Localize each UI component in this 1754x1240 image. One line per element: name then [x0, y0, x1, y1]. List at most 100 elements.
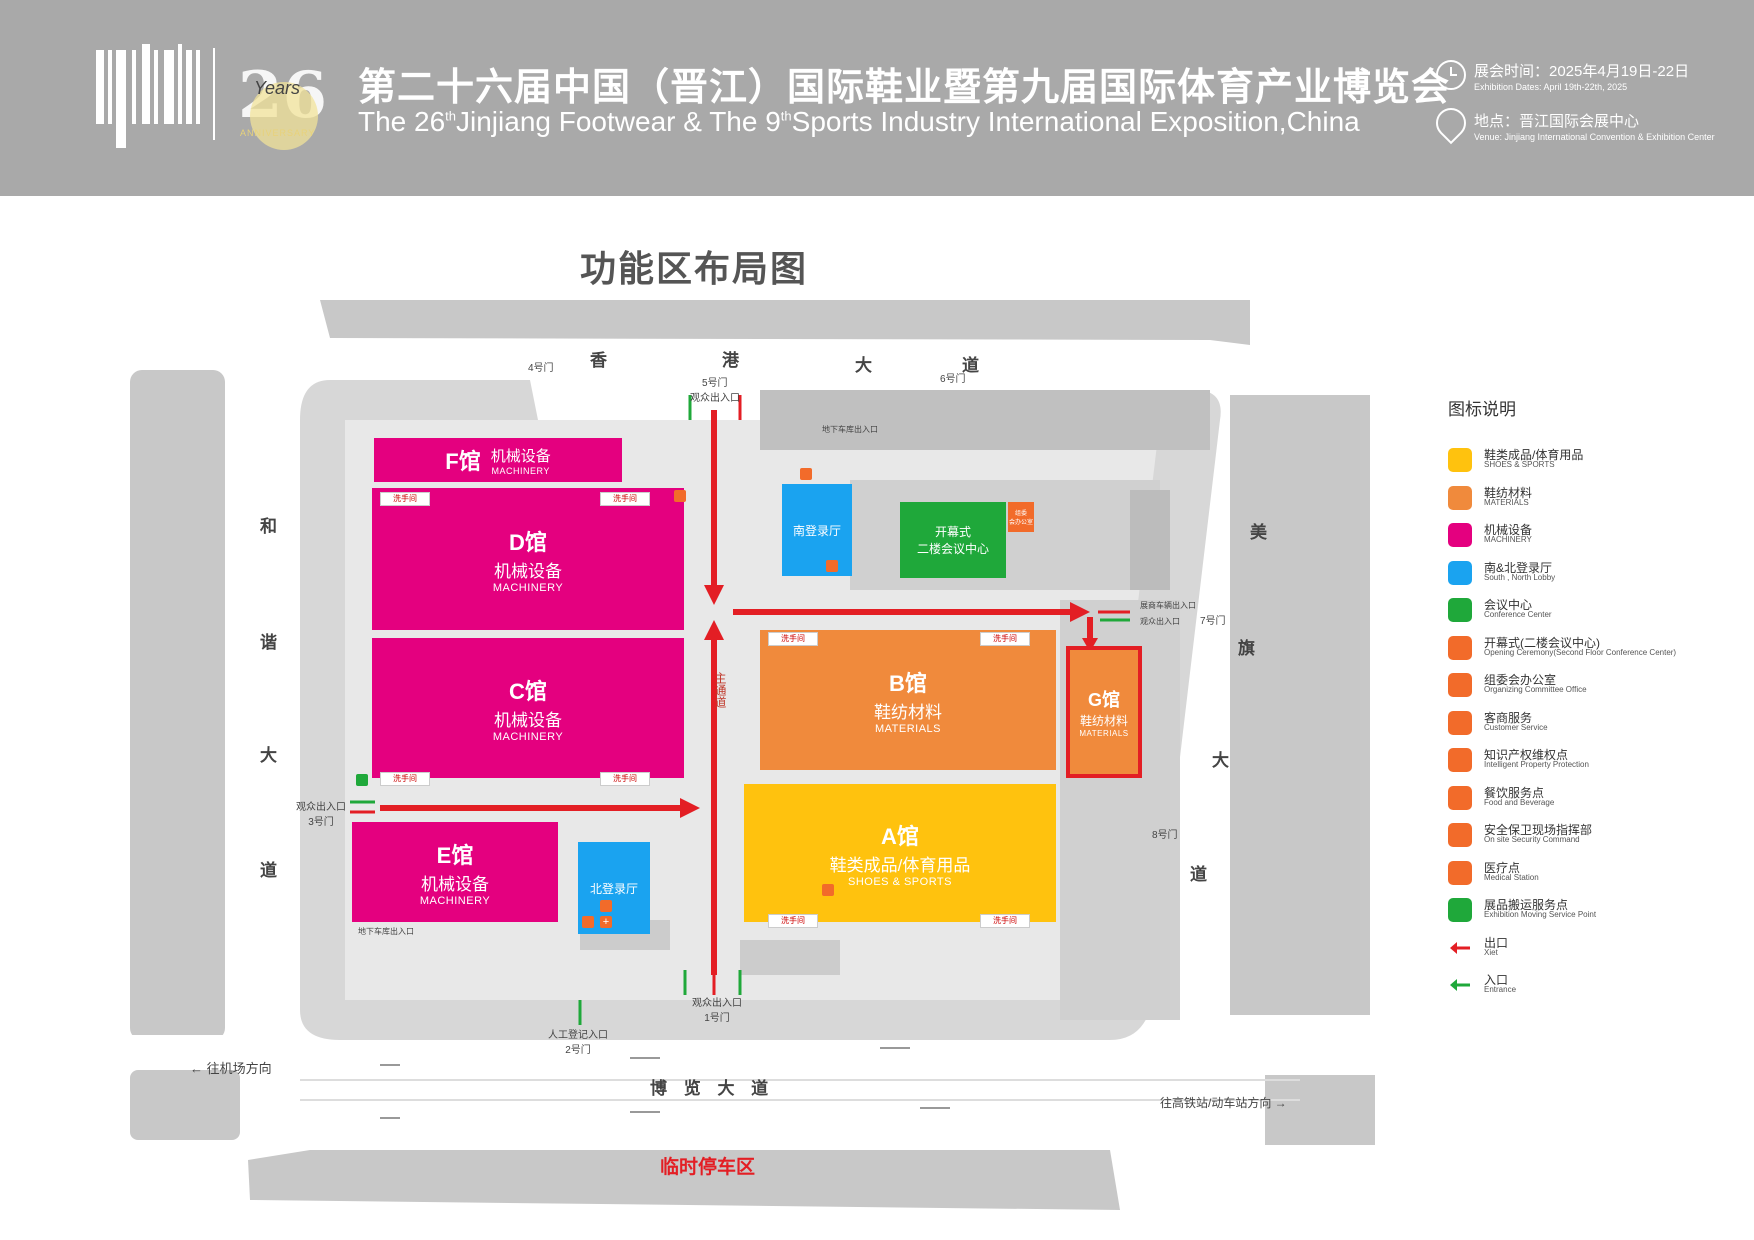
- legend-item-opening-ceremony: 开幕式(二楼会议中心)Opening Ceremony(Second Floor…: [1448, 634, 1708, 664]
- arrow-icon: [1448, 936, 1472, 960]
- road-east-label-2: 旗: [1238, 639, 1255, 658]
- gate-5-sub-label: 观众出入口: [690, 393, 740, 404]
- hall-a-category: 鞋类成品/体育用品: [829, 855, 971, 875]
- conference-center[interactable]: 开幕式 二楼会议中心: [900, 502, 1006, 578]
- lobby-icon: [1448, 560, 1472, 585]
- legend-label-en: Organizing Committee Office: [1484, 685, 1587, 694]
- road-east-label-3: 大: [1212, 751, 1229, 770]
- arrow-icon: [1448, 973, 1472, 997]
- anniversary-years-text: Years: [254, 78, 301, 98]
- legend-label-en: Medical Station: [1484, 872, 1539, 882]
- header-banner: 26 Years ANNIVERSARY 第二十六届中国（晋江）国际鞋业暨第九届…: [0, 0, 1754, 196]
- washroom-3: 洗手间: [380, 772, 430, 786]
- food-icon-2: [800, 468, 812, 480]
- exhibition-date: 展会时间：2025年4月19日-22日: [1474, 63, 1690, 80]
- hall-e-category-en: MACHINERY: [419, 894, 491, 907]
- hall-d[interactable]: D馆 机械设备 MACHINERY: [372, 488, 684, 630]
- gate-2-label: 人工登记入口 2号门: [548, 1030, 608, 1056]
- hall-e-name: E馆: [436, 842, 474, 868]
- parking-area-label: 临时停车区: [660, 1157, 756, 1178]
- road-west-label-3: 大: [260, 746, 277, 765]
- gate-5-label: 5号门: [702, 378, 728, 389]
- road-north-label-4: 道: [962, 356, 979, 375]
- legend-label-en: SHOES & SPORTS: [1484, 460, 1555, 469]
- legend-label: 鞋纺材料: [1484, 485, 1533, 500]
- legend-label-en: Food and Beverage: [1484, 797, 1555, 807]
- washroom-1: 洗手间: [380, 492, 430, 506]
- hall-c[interactable]: C馆 机械设备 MACHINERY: [372, 638, 684, 778]
- hall-g[interactable]: G馆 鞋纺材料 MATERIALS: [1066, 646, 1142, 778]
- legend-label: 安全保卫现场指挥部: [1484, 823, 1593, 837]
- hall-b-name: B馆: [889, 670, 927, 696]
- to-airport-label: ← 往机场方向: [190, 1061, 272, 1076]
- conference-center-icon: [1448, 598, 1472, 622]
- customer-service-icon: [1448, 710, 1472, 735]
- title-en-part1: The 26: [358, 106, 446, 137]
- venue-map: 香 港 大 道 和 谐 大 道 美 旗 大 道 博 览 大 道 ← 往机场方向 …: [0, 196, 1754, 1240]
- washroom-8: 洗手间: [980, 914, 1030, 928]
- road-east-label-4: 道: [1190, 865, 1207, 884]
- to-airport-text: 往机场方向: [206, 1061, 272, 1076]
- conference-center-label: 开幕式 二楼会议中心: [916, 525, 989, 556]
- title-en-sup1: th: [445, 108, 457, 124]
- gate-7-label: 7号门: [1200, 616, 1226, 627]
- to-station-text: 往高铁站/动车站方向: [1160, 1096, 1272, 1110]
- gate-8-label: 8号门: [1152, 830, 1178, 841]
- jjif-logo: [96, 44, 208, 148]
- legend-label: 开幕式(二楼会议中心): [1484, 635, 1600, 650]
- moving-service-icon: [356, 774, 368, 786]
- gate-3-label: 观众出入口 3号门: [296, 802, 346, 828]
- legend-label-en: Entrance: [1484, 985, 1517, 994]
- title-en-sup2: th: [780, 108, 792, 124]
- road-west-label-4: 道: [260, 861, 277, 880]
- washroom-2: 洗手间: [600, 492, 650, 506]
- hall-a[interactable]: A馆 鞋类成品/体育用品 SHOES & SPORTS: [744, 784, 1056, 922]
- legend-label-en: Xiet: [1484, 947, 1498, 957]
- organizing-office[interactable]: 组委 会办公室: [1008, 502, 1034, 532]
- road-east-label-1: 美: [1250, 523, 1267, 542]
- legend-label-en: South , North Lobby: [1484, 572, 1556, 582]
- legend-label: 会议中心: [1484, 598, 1533, 612]
- south-lobby[interactable]: 南登录厅: [782, 484, 852, 576]
- anniversary-logo: 26 Years ANNIVERSARY: [228, 48, 328, 150]
- security-command-icon: [1448, 823, 1472, 847]
- organizing-office-icon: [1448, 673, 1472, 697]
- hall-e[interactable]: E馆 机械设备 MACHINERY: [352, 822, 558, 922]
- hall-f-name: F馆: [445, 449, 481, 474]
- north-lobby-label: 北登录厅: [589, 881, 638, 896]
- gate-7-sub2: 观众出入口: [1140, 617, 1180, 626]
- legend-label-en: Customer Service: [1484, 722, 1548, 732]
- legend-title: 图标说明: [1448, 400, 1516, 419]
- hall-g-name: G馆: [1087, 690, 1120, 710]
- hall-b-category-en: MATERIALS: [874, 722, 942, 735]
- hall-d-category: 机械设备: [494, 561, 562, 581]
- hall-f-category: 机械设备: [490, 447, 551, 465]
- customer-service-icon: [822, 884, 834, 896]
- hall-f-category-en: MACHINERY: [491, 465, 550, 476]
- food-beverage-icon: [1448, 785, 1472, 810]
- underground-garage-label-2: 地下车库出入口: [358, 927, 414, 936]
- legend-label-en: On site Security Command: [1484, 835, 1580, 844]
- medical-station-icon: [1448, 860, 1472, 885]
- hall-a-name: A馆: [881, 823, 919, 849]
- ip-protection-icon: [1448, 748, 1472, 772]
- materials-icon: [1448, 485, 1472, 510]
- food-icon: [674, 490, 686, 502]
- hall-c-name: C馆: [509, 678, 547, 704]
- legend-label: 餐饮服务点: [1484, 785, 1545, 800]
- title-en-part2: Jinjiang Footwear & The 9: [456, 106, 781, 137]
- road-north-label-1: 香: [590, 351, 607, 370]
- legend-label: 客商服务: [1484, 710, 1533, 725]
- legend-label: 组委会办公室: [1484, 673, 1557, 687]
- legend-label: 鞋类成品/体育用品: [1484, 448, 1584, 462]
- map-title: 功能区布局图: [580, 248, 809, 289]
- hall-b[interactable]: B馆 鞋纺材料 MATERIALS: [760, 630, 1056, 770]
- legend-label: 机械设备: [1484, 523, 1533, 537]
